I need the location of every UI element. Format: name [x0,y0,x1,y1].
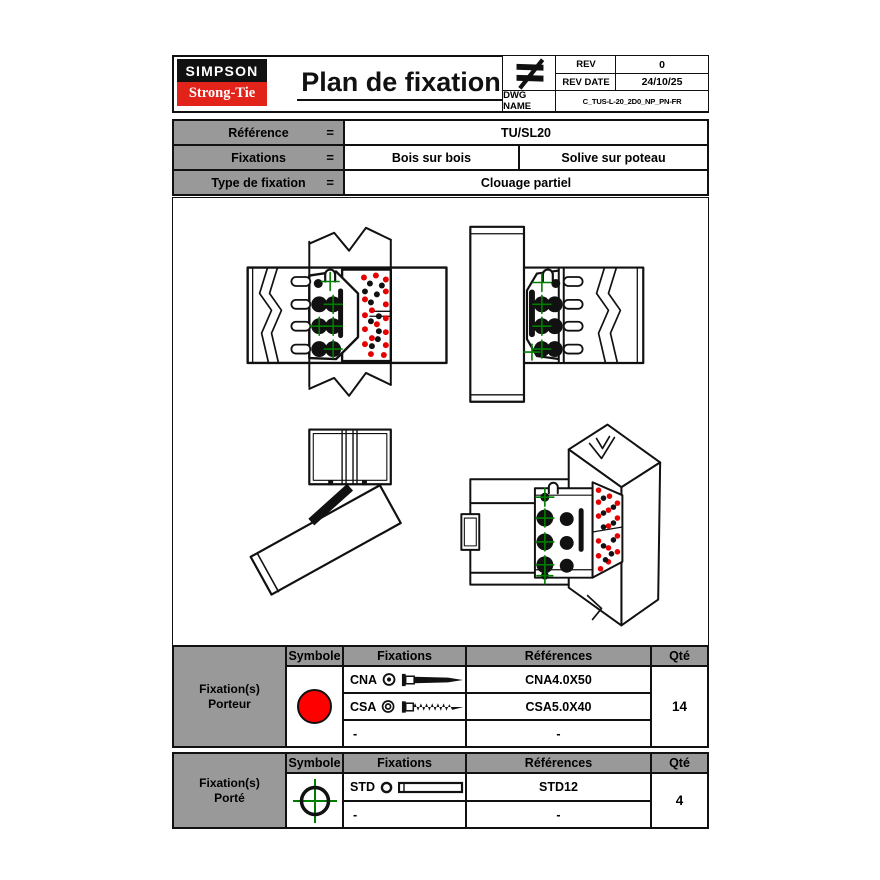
col-header-qty: Qté [652,647,707,667]
reference-empty: - [467,721,652,746]
rev-label: REV [555,55,617,75]
joist-3d [460,478,570,586]
hanger-3d [533,481,624,585]
simpson-strongtie-logo: SIMPSON Strong-Tie [177,59,267,106]
hanger-slot [578,508,584,552]
hanger-front-plate [557,266,565,364]
reference-row: Référence = TU/SL20 [172,119,709,146]
type-fixation-value: Clouage partiel [480,175,572,190]
col-header-symbole: Symbole [287,647,344,667]
bolt-heads [562,276,584,355]
group-label-porteur-line1: Fixation(s) [199,681,260,696]
fixation-row-cna: CNA [344,667,467,694]
post-plan [308,428,392,486]
fixations-value-right: Solive sur poteau [561,150,666,165]
view-isometric [460,423,662,627]
group-label-porte-line2: Porté [214,790,245,805]
qty-porte: 4 [675,793,684,808]
screw-side-view-icon [401,700,464,713]
view-side-elevation-right [469,225,645,403]
logo-strongtie-text: Strong-Tie [177,82,267,106]
hanger [523,266,584,364]
drawing-sheet: SIMPSON Strong-Tie Plan de fixation REV … [172,55,709,830]
green-crosshairs [523,272,552,361]
dwg-name-label: DWG NAME [502,90,557,112]
col-header-fixations: Fixations [344,754,467,774]
porteur-symbol-red-circle-icon [297,689,332,724]
type-fixation-row: Type de fixation = Clouage partiel [172,169,709,196]
type-fixation-label: Type de fixation [211,175,306,190]
fixation-row-empty: - [344,802,467,827]
reference-table: Référence = TU/SL20 Fixations = Bois sur b… [172,119,709,196]
fixation-row-std: STD [344,774,467,802]
hanger [290,268,392,363]
projection-symbol-icon [502,55,557,92]
hanger-body [308,270,360,361]
rev-date-value: 24/10/25 [615,72,709,92]
fixation-row-empty: - [344,721,467,746]
bolt-heads [290,276,312,355]
qty-porteur: 14 [671,699,688,714]
post [469,225,526,403]
fixation-row-csa: CSA [344,694,467,721]
rev-value: 0 [615,55,709,75]
reference-std: STD12 [467,774,652,802]
porte-symbol-crosshair-icon [292,778,337,823]
revision-block: REV 0 REV DATE 24/10/25 DWG NAME C_TUS-L… [502,55,709,112]
equals-sign: = [326,150,334,165]
group-label-porte-line1: Fixation(s) [199,775,260,790]
reference-csa: CSA5.0X40 [467,694,652,721]
ring-head-icon [382,700,395,713]
equals-sign: = [326,175,334,190]
hanger-edge-stripe [308,483,354,526]
ring-head-icon [382,673,396,686]
col-header-qty: Qté [652,754,707,774]
dowel-head-icon [380,781,393,793]
technical-drawing [246,225,662,627]
hanger-top-hook [541,268,554,283]
dwg-name-value: C_TUS-L-20_2D0_NP_PN-FR [555,90,709,112]
green-crosshairs [535,487,555,585]
logo-simpson-text: SIMPSON [177,59,267,82]
not-equal-icon [516,57,544,90]
group-label-porteur-line2: Porteur [208,696,251,711]
drawing-area [172,197,709,692]
nail-heads [533,279,563,358]
flange-fixation-dots [595,487,621,572]
fixations-value-left: Bois sur bois [345,146,520,169]
reference-cna: CNA4.0X50 [467,667,652,694]
fixation-code: CNA [350,672,378,687]
reference-value: TU/SL20 [500,125,551,140]
view-plan [249,428,402,596]
fixation-code: CSA [350,699,377,714]
nail-side-view-icon [402,673,464,686]
fixation-code: STD [350,780,375,794]
title-container: Plan de fixation [270,57,532,110]
rev-date-label: REV DATE [555,72,617,92]
joist [246,266,448,365]
joist [522,266,645,365]
green-crosshairs [309,271,343,359]
col-header-fixations: Fixations [344,647,467,667]
joist-plan [249,484,402,596]
col-header-references: Références [467,754,652,774]
fixation-table-porte: Fixation(s) Porté Symbole Fixations Réfé… [172,752,709,829]
fixation-table-porteur: Fixation(s) Porteur Symbole Fixations Ré… [172,645,709,748]
view-side-elevation-left [246,226,448,397]
col-header-references: Références [467,647,652,667]
page-title: Plan de fixation [297,67,505,101]
hanger-top-hook [547,481,559,495]
hanger-slot [528,289,535,338]
title-block: SIMPSON Strong-Tie Plan de fixation REV … [172,55,709,113]
col-header-symbole: Symbole [287,754,344,774]
reference-label: Référence [228,125,289,140]
flange-fixation-dots [360,272,389,359]
dowel-side-view-icon [398,781,464,793]
reference-empty: - [467,802,652,827]
nail-heads [311,279,342,358]
fixations-label: Fixations [231,150,286,165]
fixations-row: Fixations = Bois sur bois Solive sur pote… [172,144,709,171]
equals-sign: = [326,125,334,140]
